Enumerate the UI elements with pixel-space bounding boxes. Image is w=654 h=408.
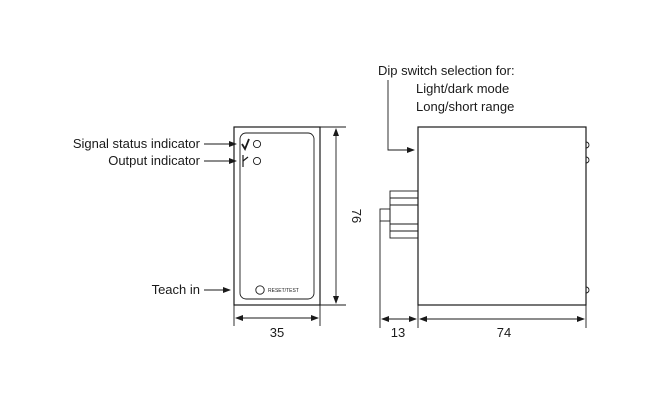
dip-switch-title: Dip switch selection for: — [378, 63, 515, 78]
reset-test-button — [255, 285, 265, 295]
side-view: Dip switch selection for: Light/dark mod… — [378, 63, 590, 340]
side-tab-top — [585, 141, 590, 149]
front-panel-inner — [239, 132, 315, 300]
dip-switch-line1: Light/dark mode — [416, 81, 509, 96]
front-housing-outline — [233, 126, 321, 306]
signal-status-label: Signal status indicator — [73, 136, 201, 151]
teach-in-label: Teach in — [152, 282, 200, 297]
side-connector — [379, 190, 419, 239]
dip-switch-line2: Long/short range — [416, 99, 514, 114]
dip-switch-leader — [387, 80, 415, 153]
front-width-value: 35 — [270, 325, 284, 340]
side-tab-bottom — [585, 286, 590, 294]
side-body-value: 74 — [497, 325, 511, 340]
output-indicator-label: Output indicator — [108, 153, 200, 168]
front-height-value: 76 — [349, 209, 364, 223]
output-led — [252, 156, 262, 166]
signal-status-led — [252, 139, 262, 149]
front-view: RESET/TEST Signal status indicator Outpu… — [73, 126, 364, 340]
side-body-outline — [417, 126, 587, 306]
output-symbol-icon — [242, 155, 249, 167]
side-connector-value: 13 — [391, 325, 405, 340]
side-tab-mid — [585, 156, 590, 164]
reset-test-label: RESET/TEST — [268, 288, 299, 294]
check-mark-icon — [241, 138, 250, 152]
